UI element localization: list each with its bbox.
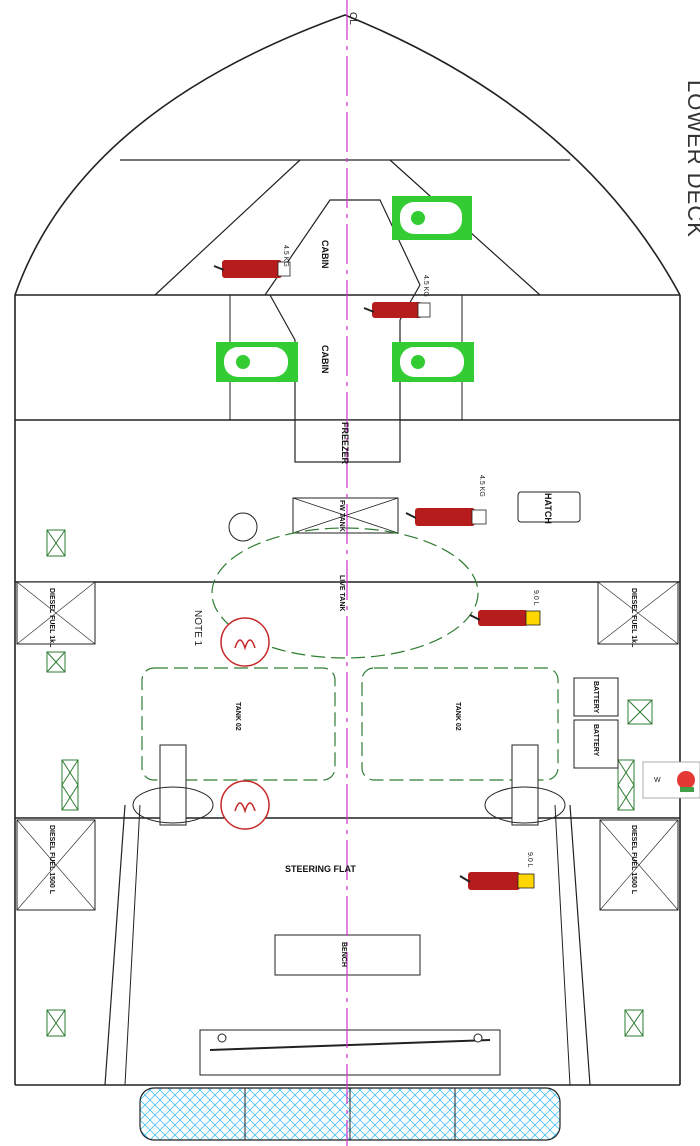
hull-marker [642, 761, 700, 799]
extinguisher-live-tank-label: 9.0 L [532, 590, 539, 606]
vent-box-6 [46, 1009, 66, 1037]
vent-box-3 [61, 759, 79, 811]
shaft-port [159, 744, 187, 826]
extinguisher-fwd-cabin [213, 260, 291, 278]
extinguisher-mid-cabin-label: 4.5 KG [422, 275, 429, 297]
extinguisher-hatch-label: 4.5 KG [478, 475, 485, 497]
room-battery-2: BATTERY [592, 724, 599, 757]
room-steering-flat: STEERING FLAT [285, 864, 356, 874]
extinguisher-steering-label: 9.0 L [526, 852, 533, 868]
room-freezer: FREEZER [340, 422, 350, 465]
fw-tank-cross-b [292, 497, 399, 534]
centerline-label: CL [347, 12, 358, 25]
rudder-stock-stbd [473, 1033, 483, 1043]
steering-wall-port-2 [124, 804, 141, 1086]
extinguisher-steering [459, 872, 535, 890]
tank-diesel-stbd-aft: DIESEL FUEL 1500 L [630, 825, 637, 895]
diesel-tank-stbd-aft [599, 819, 679, 911]
vent-box-2 [46, 651, 66, 673]
room-cabin-mid: CABIN [320, 345, 330, 374]
corridor-wall-left [269, 294, 296, 420]
room-battery-1: BATTERY [592, 681, 599, 714]
live-tank-ellipse [211, 527, 479, 659]
vent-box-7 [624, 1009, 644, 1037]
extinguisher-fwd-cabin-label: 4.5 KG [282, 245, 289, 267]
vent-box-1 [46, 529, 66, 557]
vent-circle [228, 512, 258, 542]
shaft-stbd-flange [484, 786, 566, 824]
room-live-tank: LIVE TANK [338, 575, 345, 611]
diesel-tank-stbd-fwd [597, 581, 679, 645]
steering-wall-stbd [569, 804, 591, 1086]
diesel-tank-port-aft [16, 819, 96, 911]
extinguisher-mid-cabin [363, 302, 431, 318]
steering-wall-stbd-2 [554, 804, 571, 1086]
tank-02-port [141, 667, 336, 781]
bow-outline [14, 14, 681, 296]
room-fw-tank: FW TANK [338, 500, 345, 532]
extinguisher-live-tank [469, 610, 541, 626]
tiller-arm [209, 1039, 491, 1051]
note-label: NOTE 1 [192, 610, 203, 647]
tank-diesel-port-fwd: DIESEL FUEL 1kL [48, 588, 55, 648]
rudder-stock-port [217, 1033, 227, 1043]
tiller-frame [199, 1029, 501, 1076]
room-steering-box: BENCH [340, 942, 347, 967]
bow-cabin-wall-left [154, 159, 301, 296]
room-tank-stbd: TANK 02 [454, 702, 461, 731]
exit-sign-port [216, 342, 298, 382]
battery-box-2 [573, 719, 619, 769]
shaft-stbd [511, 744, 539, 826]
extinguisher-hatch-area [405, 508, 487, 526]
room-cabin-fwd: CABIN [320, 240, 330, 269]
fire-pump-aft [220, 780, 270, 830]
battery-box-1 [573, 677, 619, 717]
vent-box-4 [627, 699, 653, 725]
fire-pump-fwd [220, 617, 270, 667]
corridor-wall-right [399, 284, 421, 420]
exit-sign-fwd [392, 196, 472, 240]
room-tank-port: TANK 02 [234, 702, 241, 731]
fwd-cabin-outline [264, 199, 421, 296]
shaft-port-flange [132, 786, 214, 824]
exit-sign-stbd [392, 342, 474, 382]
hull-marker-label: W [654, 777, 661, 784]
diesel-tank-port-fwd [16, 581, 96, 645]
drawing-title: LOWER DECK [683, 80, 700, 238]
hatch-box [517, 491, 581, 523]
vent-box-5 [617, 759, 635, 811]
tank-diesel-stbd-fwd: DIESEL FUEL 1kL [630, 588, 637, 648]
tank-diesel-port-aft: DIESEL FUEL 1500 L [48, 825, 55, 895]
tank-02-stbd [361, 667, 559, 781]
room-hatch: HATCH [543, 493, 553, 524]
steering-wall-port [104, 804, 126, 1086]
